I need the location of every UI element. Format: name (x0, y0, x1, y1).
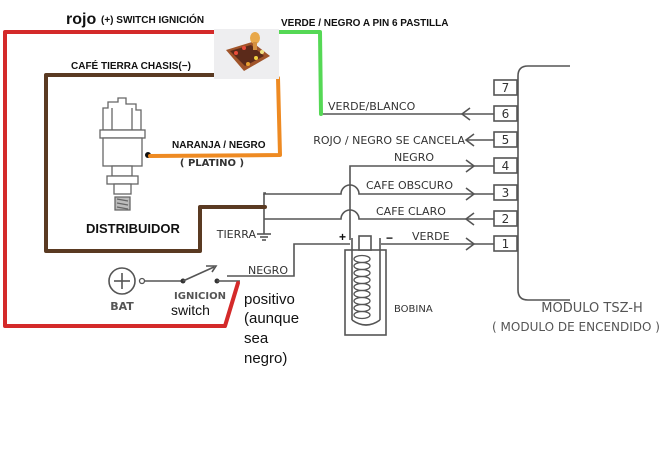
switch-ignicion-label: (+) SWITCH IGNICIÓN (101, 13, 204, 26)
pin-4: 4 (493, 157, 518, 174)
ignicion-label: IGNICION (174, 291, 226, 302)
wire-red (3, 30, 240, 328)
wire-pin-4: NEGRO (349, 151, 494, 240)
battery-symbol (108, 267, 146, 295)
verde-negro-label: VERDE / NEGRO A PIN 6 PASTILLA (281, 18, 448, 29)
wire-pin-1: VERDE (381, 230, 494, 251)
wire-pin-5: ROJO / NEGRO SE CANCELA (313, 133, 494, 147)
pin-number: 6 (502, 107, 510, 121)
pin-number: 3 (502, 186, 510, 200)
positivo-line-1: positivo (244, 291, 295, 308)
ground-symbol (257, 194, 271, 241)
ecu-board-photo (214, 29, 279, 79)
wire-label: VERDE/BLANCO (328, 100, 416, 113)
ignition-switch (145, 265, 240, 284)
positivo-line-4: negro) (244, 350, 287, 367)
wire-label: ROJO / NEGRO SE CANCELA (313, 134, 465, 147)
pin-number: 1 (502, 237, 510, 251)
rojo-label: rojo (66, 11, 96, 28)
negro-switch-label: NEGRO (248, 264, 288, 277)
module-body (517, 65, 570, 301)
module-title: MODULO TSZ-H (541, 301, 642, 316)
distribuidor-label: DISTRIBUIDOR (86, 221, 181, 236)
wire-orange (148, 76, 282, 158)
positivo-line-3: sea (244, 330, 269, 347)
pin-1: 1 (493, 235, 518, 252)
wire-label: NEGRO (394, 151, 434, 164)
pin-number: 5 (502, 133, 510, 147)
pin-number: 7 (502, 81, 510, 95)
wire-pin-3: CAFE OBSCURO (263, 179, 494, 201)
platino-label: ( PLATINO ) (180, 158, 244, 169)
pin-number: 4 (502, 159, 510, 173)
naranja-negro-label: NARANJA / NEGRO (172, 140, 266, 151)
bat-label: BAT (110, 300, 134, 313)
wire-brown-chassis (44, 73, 267, 253)
pin-7: 7 (493, 79, 518, 96)
tierra-label: TIERRA (216, 228, 257, 241)
coil-plus: + (339, 230, 346, 244)
positivo-line-2: (aunque (244, 310, 299, 327)
module-subtitle: ( MODULO DE ENCENDIDO ) (492, 320, 660, 334)
wire-label: CAFE OBSCURO (366, 179, 453, 192)
pin-2: 2 (493, 210, 518, 227)
wire-pin-2: CAFE CLARO (264, 205, 494, 226)
wire-label: CAFE CLARO (376, 205, 446, 218)
pin-3: 3 (493, 184, 518, 201)
coil-minus: − (386, 231, 393, 245)
cafe-tierra-label: CAFÉ TIERRA CHASIS(−) (71, 59, 191, 72)
pin-5: 5 (493, 131, 518, 148)
wire-green (277, 30, 323, 116)
bobina-label: BOBINA (394, 304, 433, 315)
wire-negro-feed (227, 243, 350, 277)
distribuidor-icon (99, 97, 146, 211)
bobina-coil (344, 235, 387, 336)
pin-number: 2 (502, 212, 510, 226)
wire-pin-6: VERDE/BLANCO (323, 100, 494, 121)
pin-6: 6 (493, 105, 518, 122)
wire-label: VERDE (412, 230, 450, 243)
switch-label: switch (171, 302, 210, 318)
